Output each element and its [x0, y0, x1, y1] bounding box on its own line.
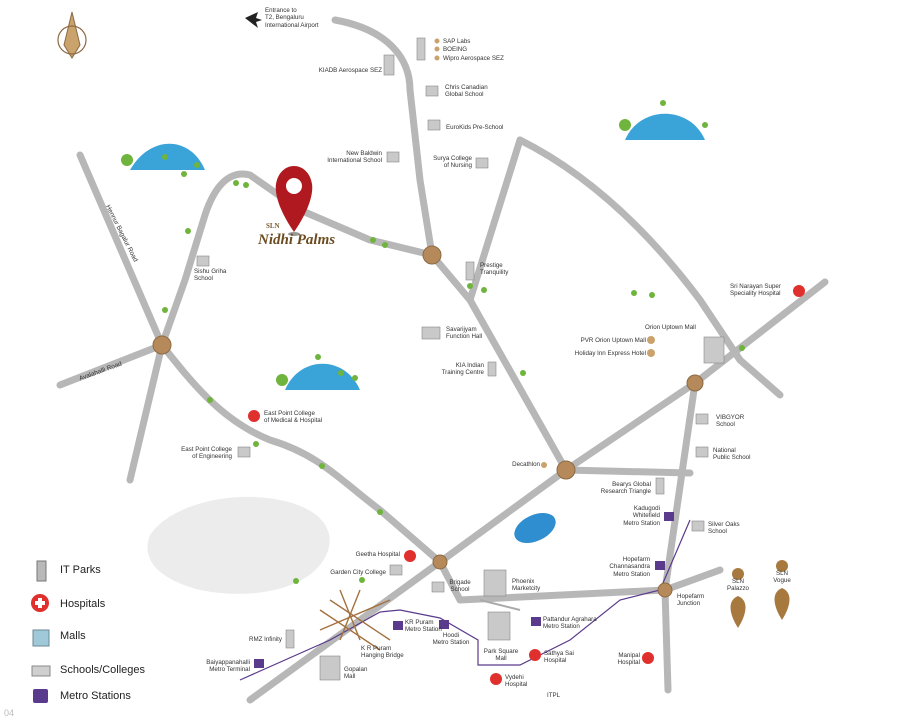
hospital-markers	[248, 285, 805, 685]
label-ep-medical: East Point College of Medical & Hospital	[264, 410, 323, 425]
hospital-icon	[31, 594, 49, 612]
label-sathya-sai: Sathya Sai Hospital	[544, 650, 574, 665]
label-sri-narayan: Sri Narayan Super Speciality Hospital	[730, 283, 781, 298]
label-decathlon: Decathlon	[512, 461, 540, 468]
label-holiday-inn: Holiday Inn Express Hotel	[574, 350, 646, 357]
label-sln-palazzo: SLN Palazzo	[726, 578, 749, 593]
label-geetha: Geetha Hospital	[355, 551, 400, 558]
legend-metro: Metro Stations	[30, 684, 200, 710]
legend-hospitals: Hospitals	[30, 592, 200, 618]
label-bearys: Bearys Global Research Triangle	[600, 481, 651, 496]
it-park-icon	[36, 560, 47, 582]
nidhi-palms-pin-icon	[275, 166, 313, 236]
label-baiyappanahalli: Baiyappanahalli Metro Terminal	[206, 659, 250, 674]
legend-malls: Malls	[30, 624, 200, 650]
label-kr-metro: KR Puram Metro Station	[405, 619, 442, 634]
label-prestige: Prestige Tranquility	[480, 262, 509, 277]
label-savarijyam: Savarijyam Function Hall	[446, 326, 483, 341]
label-vydehi: Vydehi Hospital	[505, 674, 528, 689]
label-orion-mall: Orion Uptown Mall	[645, 324, 696, 331]
school-icon	[31, 665, 51, 677]
label-wipro: Wipro Aerospace SEZ	[443, 55, 504, 62]
label-manipal: Manipal Hospital	[617, 652, 640, 667]
label-ep-engg: East Point College of Engineering	[181, 446, 232, 461]
label-baldwin: New Baldwin International School	[327, 150, 382, 165]
label-hopefarm-metro: Hopefarm Channasandra Metro Station	[609, 556, 650, 578]
label-phoenix: Phoenix Marketcity	[512, 578, 541, 593]
label-brigade: Brigade School	[449, 579, 471, 594]
label-itpl: ITPL	[547, 692, 561, 699]
label-pattandur: Pattandur Agrahara Metro Station	[543, 616, 597, 631]
page-number: 04	[4, 708, 15, 718]
label-rmz: RMZ Infinity	[248, 636, 282, 643]
label-kr-bridge: K R Puram Hanging Bridge	[361, 645, 404, 660]
roads	[56, 16, 829, 704]
junctions	[152, 245, 704, 598]
airplane-icon	[245, 12, 262, 28]
compass-icon	[57, 11, 87, 59]
mall-icon	[32, 629, 50, 647]
label-chris: Chris Canadian Global School	[445, 84, 488, 99]
label-hopefarm-jn: Hopefarm Junction	[677, 593, 705, 608]
label-kadugodi: Kadugodi Whitefield Metro Station	[623, 505, 660, 527]
pvr-marker	[647, 336, 655, 344]
label-boeing: BOEING	[443, 46, 468, 53]
sez-markers	[434, 38, 440, 61]
label-kiadb: KIADB Aerospace SEZ	[318, 67, 382, 74]
label-gopalan: Gopalan Mall	[344, 666, 368, 681]
label-eurokids: EuroKids Pre-School	[446, 124, 504, 131]
label-surya: Surya College of Nursing	[433, 155, 472, 170]
label-sln-vogue: SLN Vogue	[773, 570, 791, 585]
metro-line	[239, 519, 691, 681]
trees	[121, 100, 745, 584]
label-sap: SAP Labs	[443, 38, 471, 45]
sln-palazzo-pin-icon	[730, 568, 746, 628]
decathlon-marker	[541, 462, 547, 468]
kr-puram-hanging-bridge	[319, 589, 391, 651]
label-kia: KIA Indian Training Centre	[441, 362, 484, 377]
label-airport: Entrance to T2, Bengaluru International …	[265, 7, 319, 29]
legend-it-parks: IT Parks	[30, 558, 200, 584]
open-land-area	[147, 496, 330, 594]
label-garden-city: Garden City College	[330, 569, 386, 576]
label-pvr: PVR Orion Uptown Mall	[580, 337, 646, 344]
label-national: National Public School	[713, 447, 751, 462]
legend-schools: Schools/Colleges	[30, 658, 200, 684]
label-vibgyor: VIBGYOR School	[716, 414, 745, 429]
metro-markers	[254, 512, 674, 668]
sln-vogue-pin-icon	[774, 560, 790, 620]
lakes	[130, 113, 705, 544]
label-park-square: Park Square Mall	[483, 648, 519, 663]
metro-icon	[33, 689, 48, 703]
buildings	[196, 37, 725, 681]
label-silver-oaks: Silver Oaks School	[708, 521, 740, 536]
label-hoodi: Hoodi Metro Station	[432, 632, 470, 647]
label-sishu: Sishu Griha School	[194, 268, 227, 283]
holiday-inn-marker	[647, 349, 655, 357]
